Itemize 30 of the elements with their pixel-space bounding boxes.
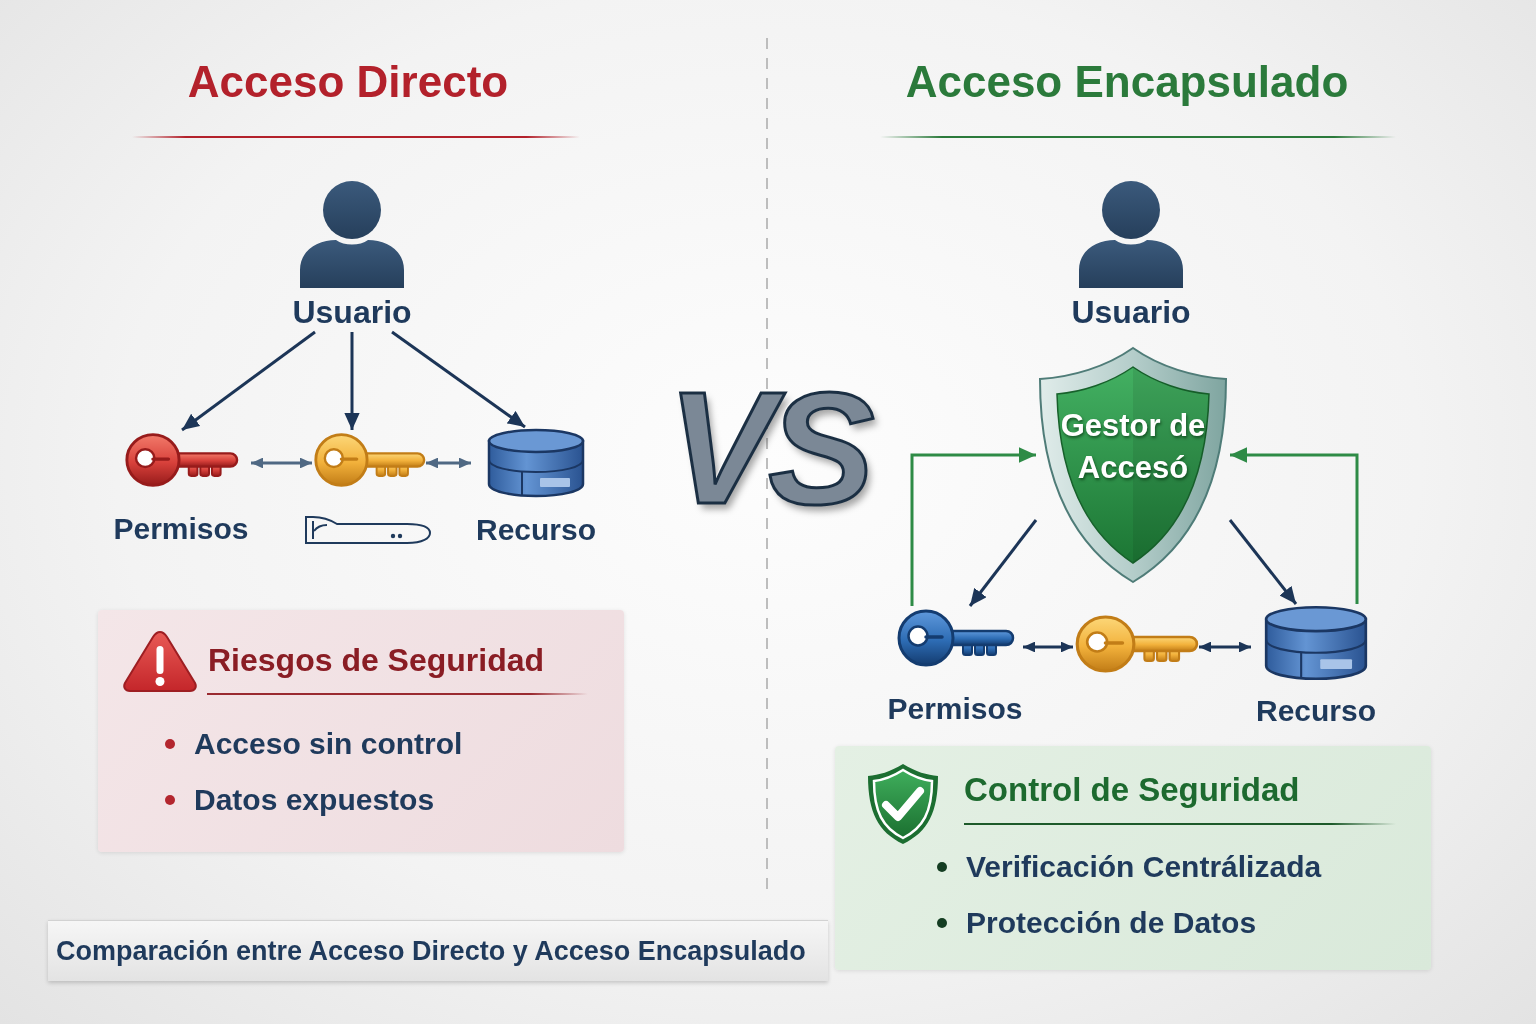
panel-heading: Riesgos de Seguridad	[208, 641, 545, 680]
arrow	[910, 447, 1036, 606]
node-label: Usuario	[1070, 293, 1192, 332]
node-label: Permisos	[887, 691, 1023, 727]
vs-text: VS	[666, 368, 871, 528]
risk-panel	[98, 610, 624, 852]
arrow	[968, 519, 1038, 607]
control-panel	[835, 746, 1431, 970]
caption-text: Comparación entre Acceso Directo y Acceso Encapsulado	[56, 935, 806, 968]
arrow	[391, 330, 526, 429]
section-heading: Acceso Encapsulado	[904, 56, 1350, 108]
node-label: Permisos	[112, 511, 250, 547]
panel-heading: Control de Seguridad	[964, 770, 1300, 810]
arrow	[1230, 447, 1359, 604]
arrow	[181, 330, 316, 432]
bullet-text: Protección de Datos	[966, 905, 1257, 941]
node-label: Usuario	[291, 293, 413, 332]
double-arrow	[1199, 641, 1251, 653]
double-arrow	[426, 457, 471, 469]
double-arrow	[251, 457, 312, 469]
bullet-text: Acceso sin control	[194, 726, 463, 762]
arrow	[344, 332, 360, 430]
bullet-text: Verificación Centrálizada	[966, 849, 1322, 885]
section-heading: Acceso Directo	[186, 56, 510, 108]
arrow	[1228, 519, 1298, 605]
double-arrow	[1023, 641, 1073, 653]
bullet-text: Datos expuestos	[194, 782, 435, 818]
node-label: Recurso	[474, 512, 597, 548]
node-label: Gestor de Accesó	[1059, 407, 1207, 487]
node-label: Recurso	[1254, 693, 1377, 729]
